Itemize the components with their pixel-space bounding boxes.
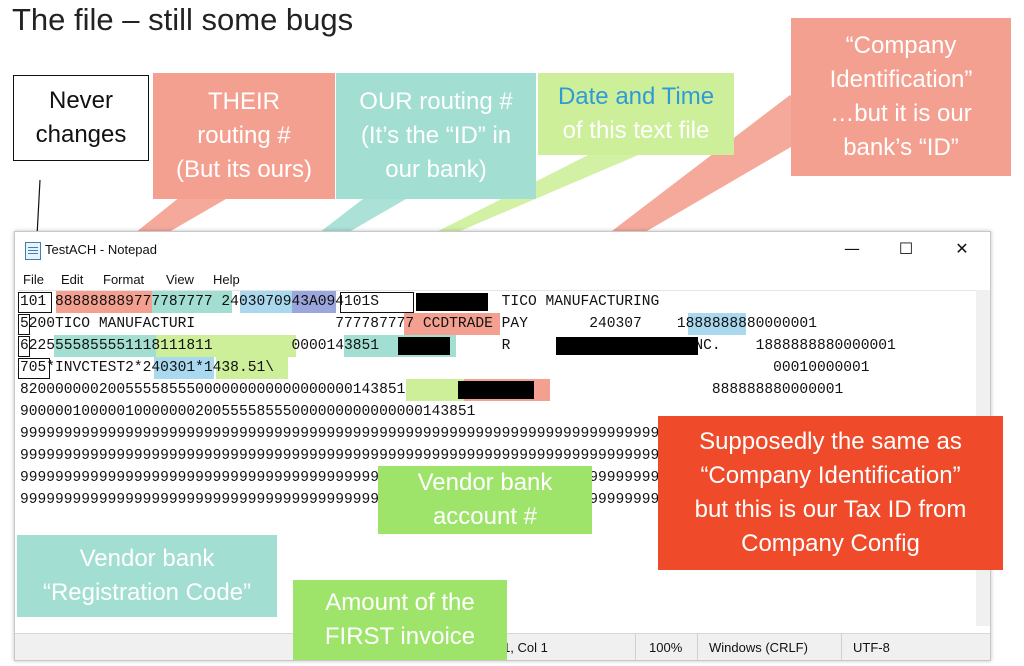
callout-amount-first-invoice: Amount of the FIRST invoice	[293, 580, 507, 660]
callout-text: FIRST invoice	[324, 623, 476, 650]
callout-text: (But its ours)	[175, 156, 313, 183]
callout-date-time: Date and Time of this text file	[538, 73, 734, 155]
window-title: TestACH - Notepad	[45, 242, 157, 257]
highlight-effective-date	[688, 313, 746, 335]
callout-text: Vendor bank	[417, 469, 553, 496]
highlight-time	[292, 291, 336, 313]
menu-edit[interactable]: Edit	[61, 272, 84, 287]
callout-text: Date and Time	[557, 83, 715, 110]
status-separator	[841, 634, 842, 660]
redaction-3	[556, 337, 698, 355]
callout-text: “Company Identification”	[700, 462, 961, 489]
record-code-box-705	[18, 358, 50, 379]
close-button[interactable]: ✕	[955, 239, 969, 258]
callout-text: “Company	[845, 32, 957, 59]
minimize-button[interactable]: —	[844, 239, 860, 258]
callout-tax-id: Supposedly the same as “Company Identifi…	[658, 416, 1003, 570]
callout-text: THEIR	[208, 88, 280, 115]
callout-never-changes: Never changes	[13, 75, 149, 161]
callout-vendor-registration: Vendor bank “Registration Code”	[17, 535, 277, 617]
file-line-6: 9000001000001000000020055558555000000000…	[20, 404, 476, 420]
callout-text: routing #	[197, 122, 291, 149]
highlight-registration	[54, 335, 156, 357]
menu-help[interactable]: Help	[213, 272, 240, 287]
record-code-box-1	[18, 292, 52, 313]
record-code-box-6	[18, 336, 30, 357]
file-line-3: 6225555855551118111811 0000143851 R INC.…	[20, 338, 896, 354]
callout-text: Never	[48, 87, 114, 114]
callout-text: Supposedly the same as	[699, 428, 962, 455]
callout-text: bank’s “ID”	[843, 134, 959, 161]
callout-their-routing: THEIR routing # (But its ours)	[153, 73, 335, 199]
callout-text: (It’s the “ID” in	[360, 122, 512, 149]
highlight-their-routing	[56, 291, 152, 313]
highlight-invoice-amount	[216, 357, 288, 379]
notepad-icon	[25, 242, 41, 260]
callout-text: Vendor bank	[79, 545, 215, 572]
menu-file[interactable]: File	[23, 272, 44, 287]
callout-company-identification: “Company Identification” …but it is our …	[791, 18, 1011, 176]
status-zoom: 100%	[649, 640, 683, 655]
status-separator	[697, 634, 698, 660]
callout-text: changes	[35, 121, 127, 148]
callout-text: OUR routing #	[359, 88, 513, 115]
callout-text: but this is our Tax ID from	[694, 496, 967, 523]
callout-text: Company Config	[741, 530, 920, 557]
callout-text: …but it is our	[830, 100, 972, 127]
menu-format[interactable]: Format	[103, 272, 145, 287]
record-code-box-5	[18, 314, 30, 335]
callout-text: Amount of the	[325, 589, 475, 616]
callout-our-routing: OUR routing # (It’s the “ID” in our bank…	[336, 73, 536, 199]
callout-vendor-account: Vendor bank account #	[378, 466, 592, 534]
redaction-2	[398, 337, 450, 355]
highlight-vendor-account	[156, 335, 296, 357]
slide-title: The file – still some bugs	[12, 2, 354, 37]
callout-text: “Registration Code”	[42, 579, 252, 606]
file-line-7: 9999999999999999999999999999999999999999…	[20, 426, 844, 442]
status-separator	[635, 634, 636, 660]
maximize-button[interactable]: ☐	[898, 239, 914, 258]
menu-view[interactable]: View	[166, 272, 194, 287]
redaction-1	[416, 293, 488, 311]
highlight-our-routing	[152, 291, 232, 313]
file-line-1: 101 888888889777787777 2403070943A094101…	[20, 294, 660, 310]
status-encoding: UTF-8	[853, 640, 890, 655]
redaction-4	[458, 381, 534, 399]
callout-text: our bank)	[385, 156, 487, 183]
menu-bar: File Edit Format View Help	[15, 268, 990, 290]
immediate-origin-box	[340, 292, 414, 313]
title-bar: TestACH - Notepad — ☐ ✕	[15, 232, 990, 268]
file-line-5: 8200000002005555855500000000000000000014…	[20, 382, 844, 398]
file-line-8: 9999999999999999999999999999999999999999…	[20, 448, 844, 464]
callout-text: of this text file	[562, 117, 710, 144]
callout-text: account #	[432, 503, 538, 530]
file-line-2: 5200TICO MANUFACTURI 777787777 CCDTRADE …	[20, 316, 817, 332]
file-line-4: 705*INVCTEST2*240301*1438.51\ 0001000000…	[20, 360, 870, 376]
callout-text: Identification”	[829, 66, 973, 93]
highlight-invoice-date	[154, 357, 214, 379]
highlight-company-id	[404, 313, 500, 335]
status-line-ending: Windows (CRLF)	[709, 640, 808, 655]
highlight-batch-amount	[406, 379, 464, 401]
